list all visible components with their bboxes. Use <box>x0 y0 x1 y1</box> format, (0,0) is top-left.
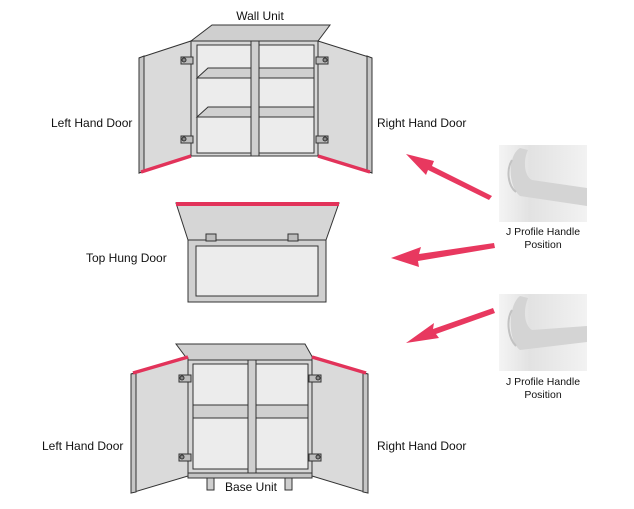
stay-icon <box>205 233 299 242</box>
wall-unit <box>138 24 373 174</box>
handle-caption: J Profile Handle Position <box>488 226 598 252</box>
base-unit-right-door-edge-highlight <box>311 355 367 375</box>
wall-unit-left-door-label: Left Hand Door <box>51 116 133 130</box>
leg-icon <box>206 477 293 491</box>
base-unit <box>130 343 369 494</box>
wall-unit-shelf <box>195 106 252 118</box>
wall-unit-right-door-label: Right Hand Door <box>377 116 467 130</box>
wall-unit-top <box>189 24 331 42</box>
base-unit-shelf <box>255 404 309 419</box>
j-profile-handle-image <box>499 294 587 371</box>
base-unit-top <box>175 343 315 361</box>
top-hung-door-label: Top Hung Door <box>86 251 167 265</box>
wall-unit-shelf <box>258 106 315 118</box>
wall-unit-divider <box>250 40 260 157</box>
hinge-icon <box>178 374 322 462</box>
wall-unit-label: Wall Unit <box>236 9 284 23</box>
base-unit-left-door-label: Left Hand Door <box>42 439 124 453</box>
top-hung-door <box>175 202 340 241</box>
base-unit-label: Base Unit <box>224 480 278 494</box>
handle-caption-line2: Position <box>524 239 562 251</box>
arrow-icon <box>391 243 495 267</box>
handle-caption: J Profile Handle Position <box>488 376 598 402</box>
wall-unit-shelf <box>195 67 252 79</box>
wall-unit-shelf <box>258 67 315 79</box>
wall-unit-left-door-edge-highlight <box>140 154 192 174</box>
handle-caption-line1: J Profile Handle <box>505 376 581 388</box>
handle-caption-line1: J Profile Handle <box>505 226 581 238</box>
handle-caption-line2: Position <box>524 389 562 401</box>
j-profile-handle-image <box>499 145 587 222</box>
base-unit-left-door-edge-highlight <box>132 355 189 375</box>
base-unit-shelf <box>192 404 249 419</box>
top-hung-unit <box>175 202 340 303</box>
arrow-icon <box>406 308 495 343</box>
arrow-icon <box>406 154 492 200</box>
hinge-icon <box>180 56 329 144</box>
base-unit-divider <box>247 359 257 474</box>
wall-unit-right-door-edge-highlight <box>317 154 371 174</box>
base-unit-right-door-label: Right Hand Door <box>377 439 467 453</box>
